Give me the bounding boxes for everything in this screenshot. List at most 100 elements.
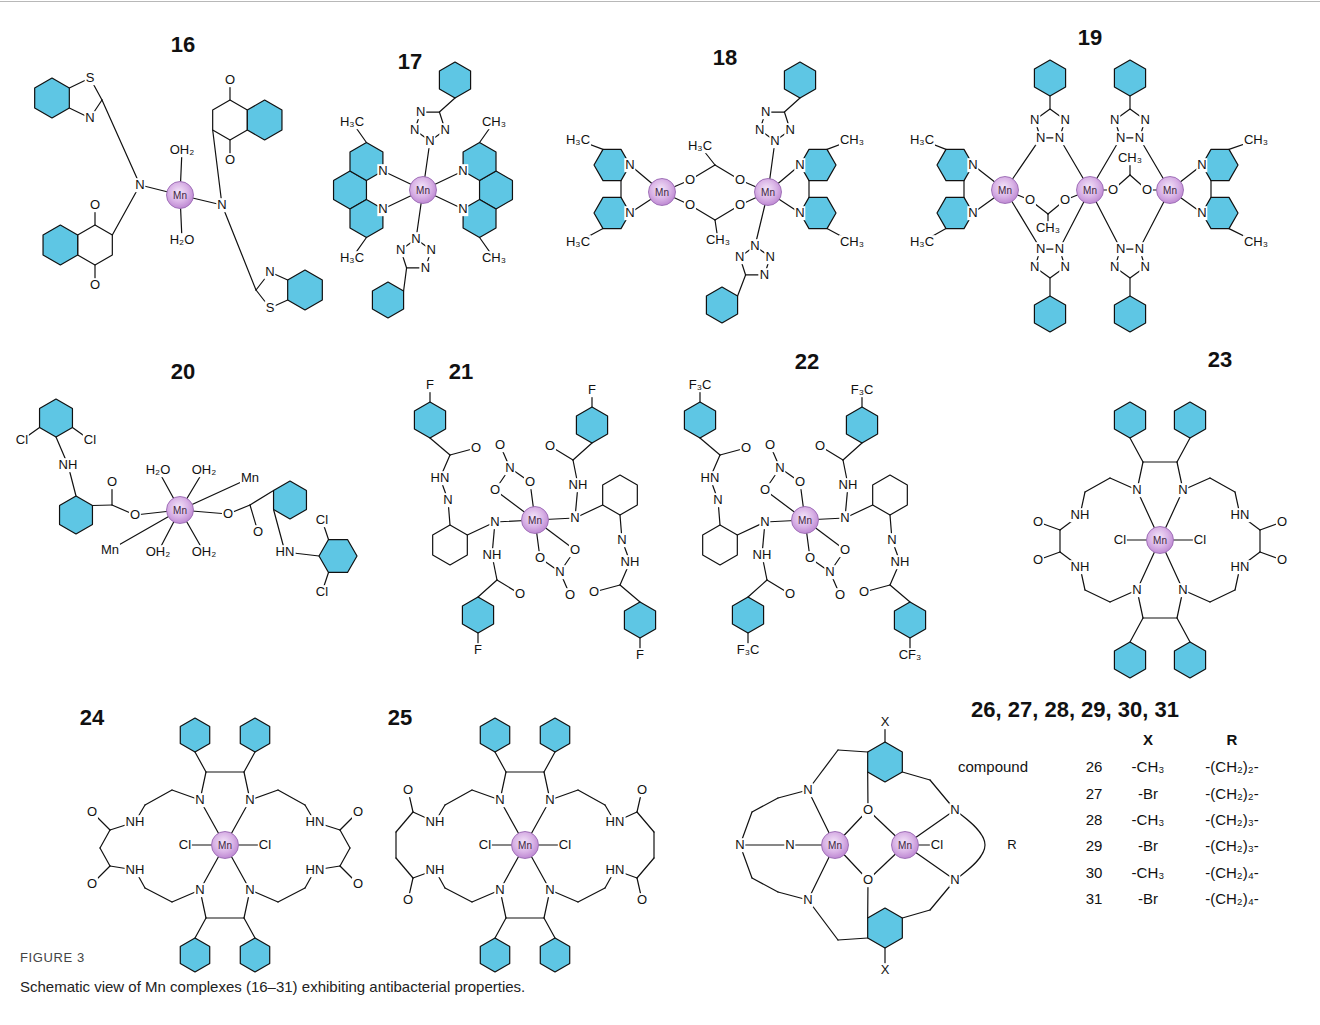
manganese-atom: Mn	[791, 506, 819, 534]
bond-line	[1177, 618, 1190, 642]
bond-line	[843, 443, 862, 460]
table-header: X	[1143, 732, 1153, 748]
atom-label: NH	[752, 548, 773, 562]
bond-line	[752, 878, 778, 892]
ring	[1034, 60, 1065, 96]
compound-number: 19	[1078, 26, 1102, 49]
atom-label: O	[564, 588, 576, 602]
bond-line	[637, 812, 654, 832]
ring	[274, 481, 307, 519]
atom-label: N	[1115, 242, 1126, 256]
bond-line	[544, 752, 555, 772]
ring	[40, 399, 73, 437]
manganese-atom: Mn	[409, 176, 437, 204]
atom-label: O	[89, 278, 101, 292]
atom-label: O	[1276, 515, 1288, 529]
ring	[240, 938, 269, 972]
bond-line	[544, 918, 555, 938]
manganese-atom: Mn	[1076, 176, 1104, 204]
atom-label: N	[494, 883, 505, 897]
bond-line	[340, 830, 350, 848]
atom-symbol: Mn	[761, 187, 775, 198]
table-cell: -(CH₂)₃-	[1205, 838, 1259, 854]
atom-label: N	[194, 793, 205, 807]
atom-label: N	[1054, 242, 1065, 256]
atom-label: O	[544, 439, 556, 453]
bond-line	[838, 938, 868, 940]
atom-symbol: Mn	[173, 505, 187, 516]
atom-label: NH	[620, 555, 641, 569]
atom-label: HN	[275, 545, 296, 559]
atom-label: NH	[1070, 508, 1091, 522]
atom-label: O	[862, 803, 874, 817]
atom-label: O	[862, 873, 874, 887]
atom-label: OH₂	[169, 143, 196, 157]
atom-label: N	[1177, 483, 1188, 497]
atom-label: O	[470, 441, 482, 455]
ring	[1114, 402, 1145, 438]
atom-label: N	[194, 883, 205, 897]
atom-label: CH₃	[1035, 221, 1061, 235]
atom-label: Mn	[100, 543, 120, 557]
atom-label: O	[1059, 193, 1071, 207]
atom-label: N	[967, 206, 978, 220]
atom-label: N	[1035, 131, 1046, 145]
atom-label: N	[1029, 260, 1040, 274]
atom-label: HN	[605, 863, 626, 877]
atom-label: HN	[605, 815, 626, 829]
bond-line	[340, 848, 350, 866]
linker-chain	[955, 810, 985, 880]
atom-label: O	[636, 893, 648, 907]
atom-label: N	[134, 178, 145, 192]
bond-line	[1177, 438, 1190, 462]
atom-label: F	[587, 383, 597, 397]
ring	[60, 496, 93, 534]
compound-number: 22	[795, 350, 819, 373]
atom-label: N	[244, 793, 255, 807]
ring	[624, 602, 655, 638]
atom-label: X	[880, 963, 891, 977]
atom-symbol: Mn	[898, 840, 912, 851]
atom-label: CH₃	[705, 233, 731, 247]
figure-caption: Schematic view of Mn complexes (16–31) e…	[20, 978, 525, 995]
bond-line	[748, 580, 767, 597]
ring	[180, 718, 209, 752]
bond-line	[1210, 478, 1235, 492]
atom-label: CH₃	[481, 115, 507, 129]
ring	[540, 718, 569, 752]
ring	[732, 597, 763, 633]
atom-label: H₂O	[169, 233, 196, 247]
atom-label: H₃C	[339, 115, 365, 129]
atom-label: CH₃	[1243, 133, 1269, 147]
atom-label: F₃C	[688, 378, 713, 392]
atom-label: Cl	[315, 585, 329, 599]
bond-line	[620, 181, 621, 198]
atom-symbol: Mn	[1083, 185, 1097, 196]
atom-label: H₃C	[687, 139, 713, 153]
ring	[784, 62, 815, 98]
bond-line	[445, 888, 472, 902]
ring	[35, 78, 70, 118]
manganese-atom: Mn	[166, 496, 194, 524]
atom-symbol: Mn	[828, 840, 842, 851]
compound-number: 21	[449, 360, 473, 383]
bond-line	[250, 491, 274, 506]
ring	[1114, 642, 1145, 678]
atom-label: O	[834, 588, 846, 602]
ring	[180, 938, 209, 972]
atom-label: Mn	[240, 471, 260, 485]
bond-line	[700, 438, 720, 455]
atom-label: NH	[125, 863, 146, 877]
atom-label: N	[1115, 131, 1126, 145]
bond-line	[838, 750, 868, 752]
bond-line	[445, 790, 472, 805]
atom-label: H₃C	[909, 133, 935, 147]
atom-label: O	[89, 198, 101, 212]
atom-label: NH	[425, 863, 446, 877]
atom-label: N	[489, 515, 500, 529]
atom-label: HN	[700, 471, 721, 485]
bond-line	[578, 790, 605, 805]
atom-label: N	[886, 533, 897, 547]
atom-label: O	[1024, 193, 1036, 207]
ring	[873, 475, 908, 515]
